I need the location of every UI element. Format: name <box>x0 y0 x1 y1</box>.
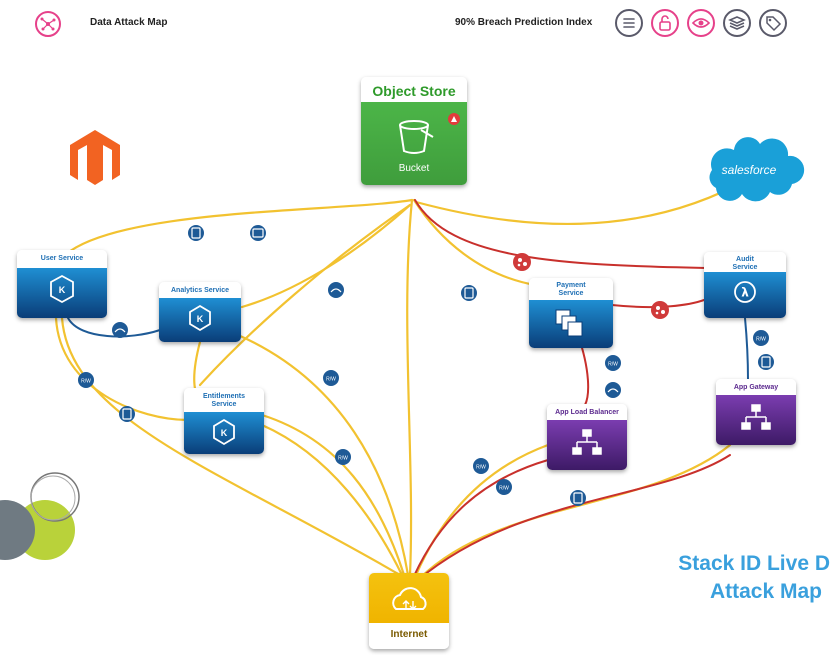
rw-badge-label: R/W <box>756 337 766 343</box>
payment-service-label: Payment Service <box>556 282 586 297</box>
rw-badge[interactable]: R/W <box>323 370 339 386</box>
rw-badge-label: R/W <box>499 486 509 492</box>
top-bar: Data Attack Map 90% Breach Prediction In… <box>0 0 830 50</box>
kubernetes-icon: K <box>189 304 211 332</box>
internet-label: Internet <box>390 629 428 640</box>
layers-icon[interactable] <box>723 9 751 37</box>
entitlements-service-label: Entitlements Service <box>202 393 245 408</box>
app-gateway-node[interactable]: App Gateway <box>716 379 796 445</box>
link-payment-audit <box>611 299 705 309</box>
audit-service-node[interactable]: Audit Service λ <box>704 252 786 318</box>
db-badge[interactable] <box>119 406 135 422</box>
stack-id-title-line-2: Attack Map <box>709 580 822 603</box>
audit-service-label: Audit Service <box>732 256 758 271</box>
svg-text:K: K <box>221 428 228 438</box>
rw-badge-label: R/W <box>476 465 486 471</box>
threat-badge[interactable] <box>651 301 669 319</box>
svg-text:K: K <box>59 285 66 295</box>
link-store-entitlements <box>198 203 412 387</box>
analytics-service-node[interactable]: Analytics Service K <box>159 282 241 342</box>
bucket-icon <box>399 120 434 154</box>
stream-badge[interactable] <box>112 322 128 338</box>
app-title: Data Attack Map <box>90 17 168 28</box>
link-store-analytics <box>240 203 412 309</box>
user-service-label: User Service <box>40 255 84 262</box>
kubernetes-icon: K <box>213 418 235 446</box>
attack-map-logo-icon[interactable] <box>35 11 61 37</box>
badges: R/W R/W R/W R/W R/W R/W R/W <box>78 225 774 506</box>
link-entitlements-internet-b <box>260 423 404 577</box>
stack-id-title: Stack ID Live D Attack Map <box>590 550 830 606</box>
db-badge[interactable] <box>758 354 774 370</box>
db-badge[interactable] <box>188 225 204 241</box>
app-gateway-label: App Gateway <box>733 384 779 391</box>
link-store-salesforce <box>414 176 752 226</box>
rw-badge[interactable]: R/W <box>473 458 489 474</box>
svg-text:K: K <box>197 314 204 324</box>
rw-badge[interactable]: R/W <box>496 479 512 495</box>
db-badge[interactable] <box>570 490 586 506</box>
link-userservice-internet <box>60 316 402 577</box>
app-load-balancer-node[interactable]: App Load Balancer <box>547 404 627 470</box>
link-store-payment <box>412 198 537 287</box>
link-entitlements-internet-a <box>260 413 406 577</box>
internet-node[interactable]: Internet <box>369 573 449 649</box>
user-service-node[interactable]: User Service K <box>17 250 107 318</box>
app-load-balancer-label: App Load Balancer <box>555 409 619 416</box>
magento-logo <box>70 130 120 185</box>
rw-badge[interactable]: R/W <box>753 330 769 346</box>
link-userservice-analytics <box>67 317 161 338</box>
rw-badge[interactable]: R/W <box>78 372 94 388</box>
object-store-title: Object Store <box>372 83 456 99</box>
eye-icon[interactable] <box>687 9 715 37</box>
containers-icon <box>555 309 583 337</box>
db-badge[interactable] <box>250 225 266 241</box>
threat-badge[interactable] <box>513 253 531 271</box>
list-icon[interactable] <box>615 9 643 37</box>
rw-badge[interactable]: R/W <box>605 355 621 371</box>
network-icon <box>572 429 602 455</box>
cloud-icon <box>392 587 427 610</box>
object-store-node[interactable]: Object Store Bucket <box>361 77 467 185</box>
link-analytics-internet <box>236 333 410 577</box>
link-store-audit <box>414 199 707 269</box>
salesforce-logo[interactable]: salesforce <box>709 137 805 202</box>
rw-badge-label: R/W <box>326 377 336 383</box>
link-store-internet-a <box>406 198 414 577</box>
stream-badge[interactable] <box>605 382 621 398</box>
db-badge[interactable] <box>461 285 477 301</box>
link-loadbalancer-internet-red <box>413 459 549 577</box>
lambda-icon: λ <box>734 281 756 303</box>
rw-badge[interactable]: R/W <box>335 449 351 465</box>
salesforce-label: salesforce <box>722 163 777 177</box>
rw-badge-label: R/W <box>608 362 618 368</box>
link-audit-gateway <box>744 317 749 381</box>
stack-id-title-line-1: Stack ID Live D <box>678 552 830 575</box>
payment-service-node[interactable]: Payment Service <box>529 278 613 348</box>
link-gateway-internet-red <box>417 454 731 581</box>
rw-badge-label: R/W <box>81 379 91 385</box>
rw-badge-label: R/W <box>338 456 348 462</box>
lock-icon[interactable] <box>651 9 679 37</box>
network-icon <box>741 404 771 430</box>
stream-badge[interactable] <box>328 282 344 298</box>
decor-circles <box>0 472 80 560</box>
link-store-userservice <box>63 198 414 257</box>
entitlements-service-node[interactable]: Entitlements Service K <box>184 388 264 454</box>
kubernetes-icon: K <box>50 274 74 304</box>
svg-text:λ: λ <box>741 286 749 300</box>
bucket-label: Bucket <box>398 163 430 174</box>
tag-icon[interactable] <box>759 9 787 37</box>
link-userservice-entitlements <box>54 316 190 422</box>
breach-prediction-index: 90% Breach Prediction Index <box>455 17 593 28</box>
analytics-service-label: Analytics Service <box>171 287 229 294</box>
